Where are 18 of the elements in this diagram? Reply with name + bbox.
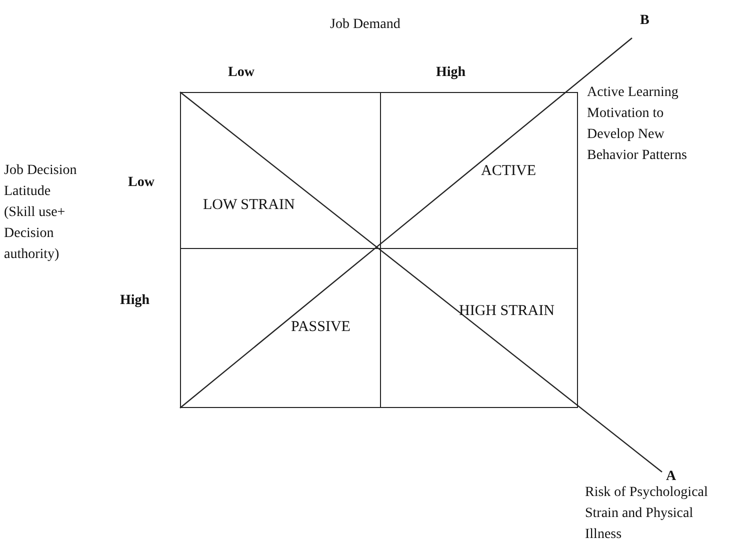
line-end-label: B [640,12,650,30]
quadrant-label: ACTIVE [481,163,536,180]
column-header: Low [228,64,254,82]
column-header: High [436,64,466,82]
quadrant-cell [380,92,578,249]
row-header: High [120,292,150,310]
quadrant-cell [180,248,381,408]
line-end-label: A [666,468,676,486]
outcome-note: Active Learning Motivation to Develop New Behavior Patterns [587,84,688,165]
quadrant-label: HIGH STRAIN [459,303,554,320]
quadrant-cell [380,248,578,408]
axis-title: Job Demand [330,16,400,34]
axis-title: Job Decision Latitude (Skill use+ Decision authority) [4,162,78,264]
outcome-note: Risk of Psychological Strain and Physical Illness [585,484,709,544]
quadrant-cell [180,92,381,249]
quadrant-label: PASSIVE [291,319,350,336]
quadrant-label: LOW STRAIN [203,197,295,214]
row-header: Low [128,174,154,192]
